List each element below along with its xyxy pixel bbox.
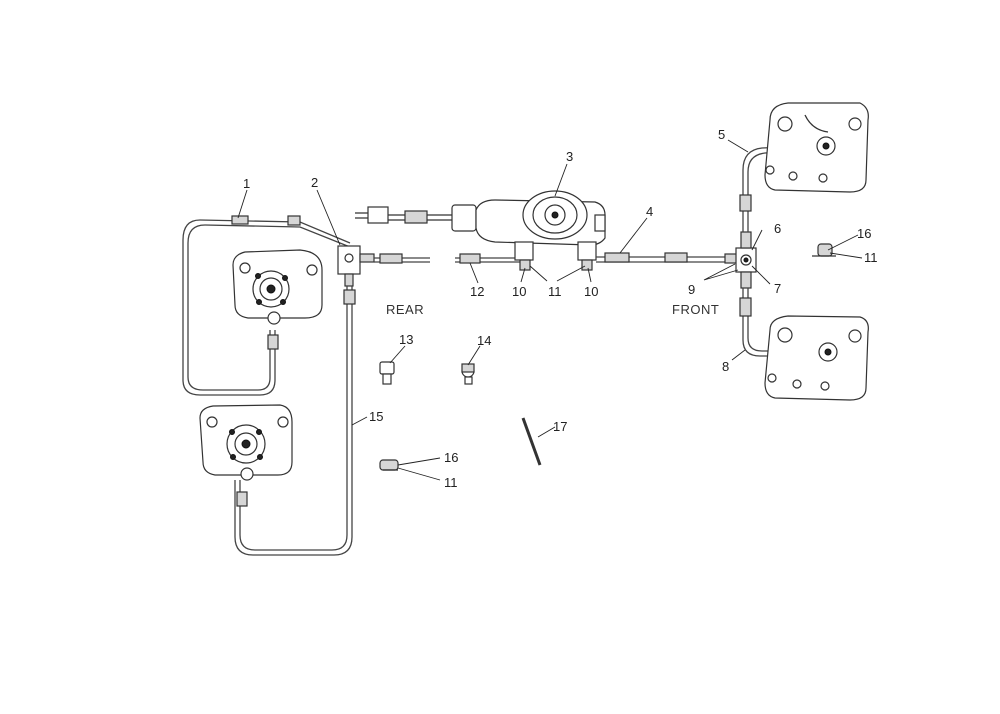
clip-16-rear	[379, 459, 399, 471]
callout-14: 14	[477, 333, 492, 348]
rear-brake-tee	[337, 245, 375, 287]
callout-11-center: 11	[548, 284, 562, 299]
callout-16-front: 16	[857, 226, 872, 241]
callout-15: 15	[369, 409, 384, 424]
front-upper-caliper	[764, 102, 869, 193]
clip-16-front	[812, 243, 836, 257]
callout-16-rear: 16	[444, 450, 459, 465]
front-line-8	[739, 288, 810, 357]
callout-9: 9	[688, 282, 696, 297]
rear-upper-caliper	[232, 249, 323, 325]
pin-17	[521, 417, 542, 466]
leader-lines	[237, 139, 863, 481]
rear-lower-caliper	[199, 404, 293, 481]
rear-label: REAR	[386, 302, 425, 317]
callout-4: 4	[646, 204, 654, 219]
callout-2: 2	[311, 175, 319, 190]
callout-17: 17	[553, 419, 568, 434]
front-lower-caliper	[764, 315, 869, 401]
banjo-bolt-14	[461, 363, 475, 385]
callout-11-rear: 11	[444, 475, 458, 490]
callout-10-left: 10	[512, 284, 527, 299]
master-cylinder	[355, 190, 606, 271]
callout-10-right: 10	[584, 284, 599, 299]
rear-brake-line-1	[182, 215, 351, 396]
callout-7: 7	[774, 281, 782, 296]
callout-6: 6	[774, 221, 782, 236]
callout-1: 1	[243, 176, 251, 191]
front-line-5	[739, 145, 811, 232]
bleeder-screw-13	[379, 361, 395, 385]
rear-brake-line-15	[234, 286, 356, 556]
callout-3: 3	[566, 149, 574, 164]
callout-12: 12	[470, 284, 485, 299]
front-line-4	[596, 252, 730, 263]
callout-13: 13	[399, 332, 414, 347]
front-brake-tee	[724, 231, 757, 289]
callout-5: 5	[718, 127, 726, 142]
callout-11-front: 11	[864, 250, 878, 265]
rear-line-12	[374, 253, 520, 264]
callout-8: 8	[722, 359, 730, 374]
front-label: FRONT	[672, 302, 720, 317]
